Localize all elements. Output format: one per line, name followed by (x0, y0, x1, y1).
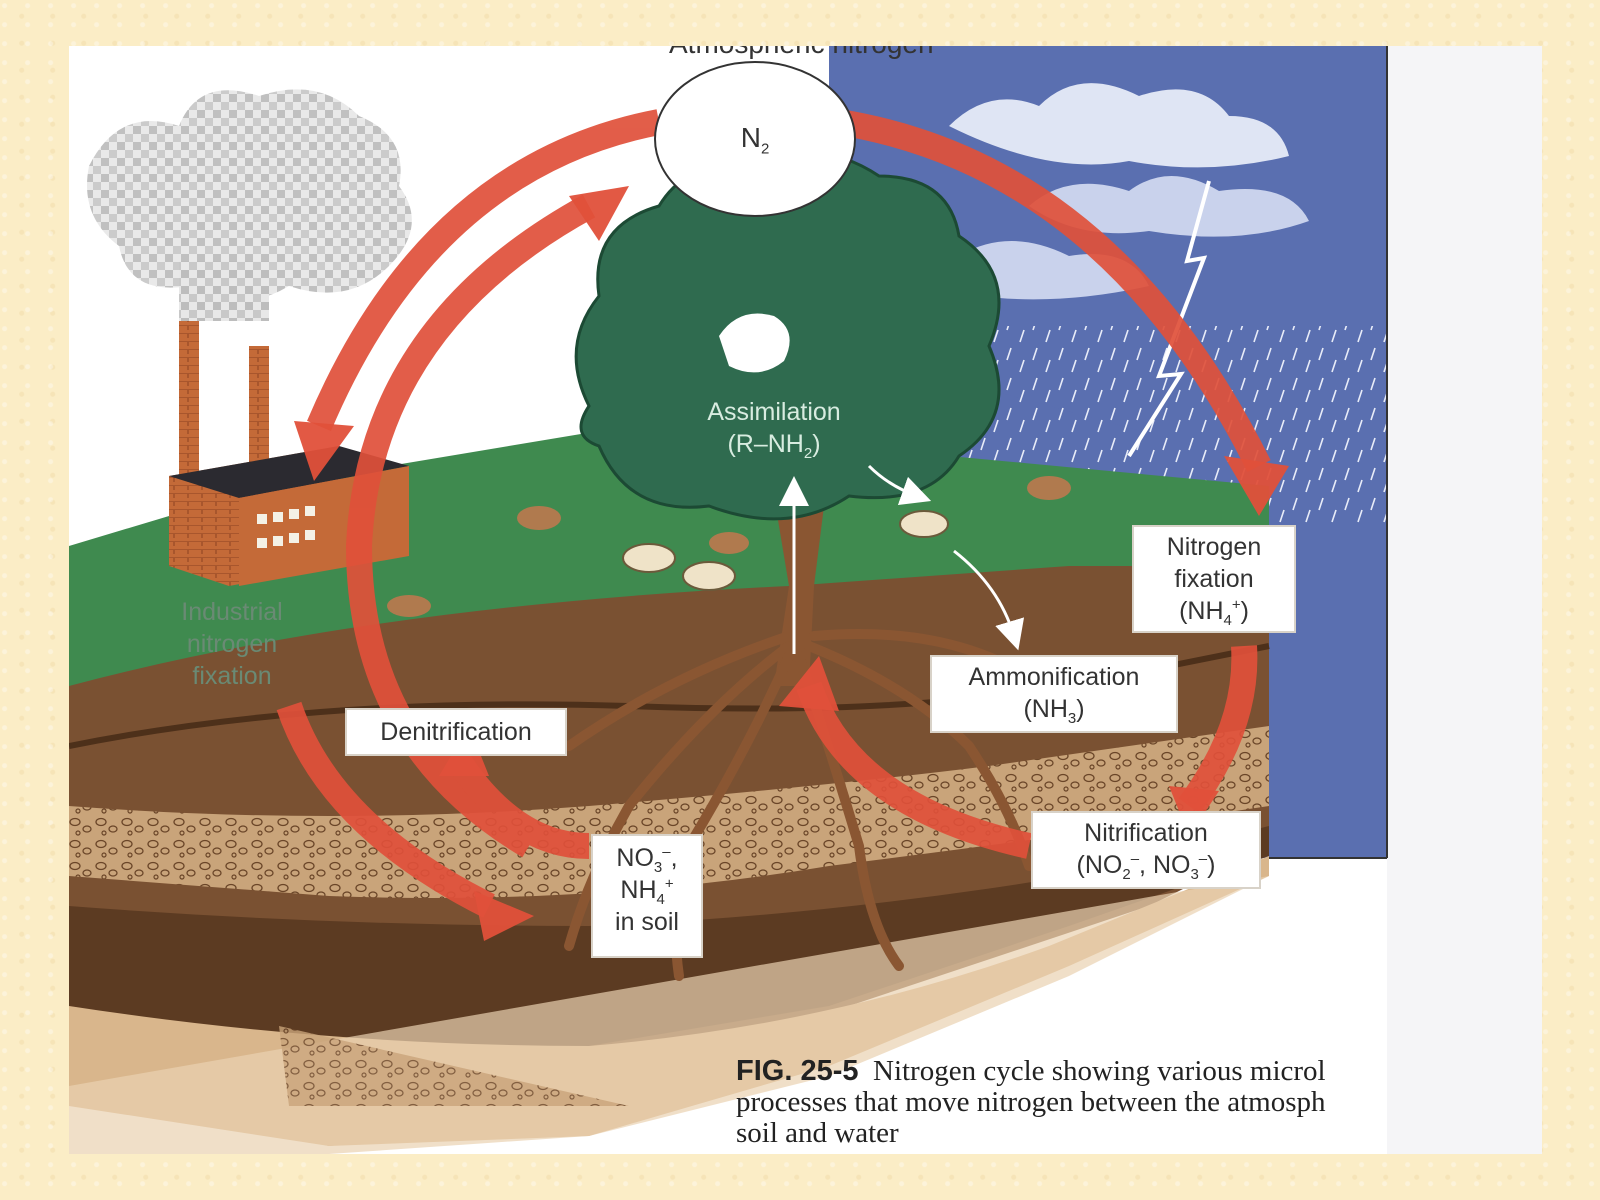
denitrification-label: Denitrification (345, 708, 567, 756)
caption-line3: soil and water (736, 1117, 899, 1149)
arrow-fixation-to-nitrification (1178, 645, 1258, 814)
soil-nitrogen-label: NO3–, NH4+ in soil (591, 834, 703, 958)
lightning-bolt (1127, 180, 1211, 458)
arrow-n2-to-industrial (307, 109, 662, 432)
industrial-fixation-label: Industrial nitrogen fixation (181, 598, 283, 690)
nitrification-label: Nitrification (NO2–, NO3–) (1031, 811, 1261, 889)
arrow-nitrification-to-soil (796, 681, 1032, 859)
caption-line1: Nitrogen cycle showing various microl (873, 1055, 1326, 1087)
factory (87, 89, 412, 586)
gravel-layer (69, 726, 1269, 898)
sheep (622, 510, 949, 591)
arrow-inner-loop (345, 194, 596, 858)
factory-smoke (87, 89, 412, 301)
diagram-figure: Atmospheric nitrogen N2 Assimilation (R–… (69, 46, 1542, 1154)
n2-circle (654, 61, 856, 217)
caption-fig-label: FIG. 25-5 (736, 1055, 859, 1087)
ammonification-label: Ammonification (NH3) (930, 655, 1178, 733)
n2-label: N2 (740, 122, 770, 158)
figure-caption: FIG. 25-5 Nitrogen cycle showing various… (736, 1056, 1542, 1149)
arrow-heads (294, 186, 1289, 941)
arrow-industrial-to-soil (276, 701, 495, 918)
rocks (387, 476, 1071, 617)
process-arrows (779, 464, 1025, 654)
storm-clouds (849, 83, 1309, 300)
caption-line2: processes that move nitrogen between the… (736, 1086, 1326, 1118)
diagram-title: Atmospheric nitrogen (669, 46, 934, 60)
nitrogen-fixation-label: Nitrogen fixation (NH4+) (1132, 525, 1296, 633)
assimilation-label: Assimilation (R–NH2) (707, 398, 841, 462)
arrow-n2-to-fixation (836, 109, 1271, 472)
